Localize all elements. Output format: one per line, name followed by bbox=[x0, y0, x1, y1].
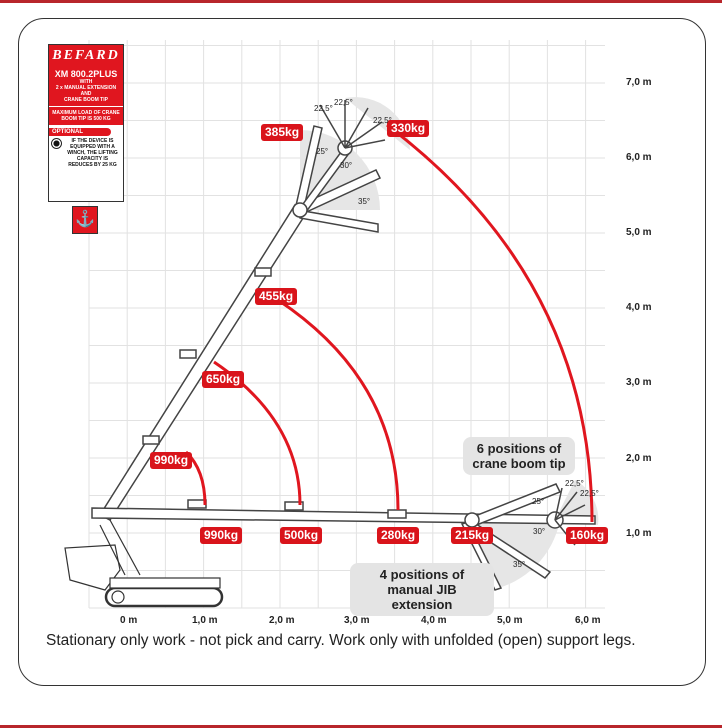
load-label: 455kg bbox=[255, 288, 298, 305]
optional-badge: OPTIONAL bbox=[49, 128, 111, 136]
top-bar bbox=[0, 0, 722, 3]
boom bbox=[91, 100, 596, 591]
horizontal-jib bbox=[91, 507, 596, 525]
angle-label: 30° bbox=[340, 161, 353, 170]
angle-label: 22,5° bbox=[334, 98, 353, 107]
crawler-machine bbox=[64, 519, 224, 608]
load-label: 160kg bbox=[566, 527, 609, 544]
y-tick: 6,0 m bbox=[626, 152, 652, 163]
caption: Stationary only work - not pick and carr… bbox=[46, 632, 636, 649]
x-tick: 2,0 m bbox=[269, 615, 295, 626]
spec-extension: 2 x MANUAL EXTENSION bbox=[55, 85, 117, 91]
main-boom bbox=[98, 203, 306, 521]
y-tick: 4,0 m bbox=[626, 302, 652, 313]
y-tick: 5,0 m bbox=[626, 227, 652, 238]
load-label: 650kg bbox=[202, 371, 245, 388]
jib-positions-note: 4 positions of manual JIB extension bbox=[350, 563, 494, 616]
bottom-bar bbox=[0, 725, 722, 728]
model-name: XM 800.2PLUS bbox=[54, 69, 118, 79]
spec-with: WITH bbox=[79, 79, 93, 85]
angle-label: 22,5° bbox=[580, 489, 599, 498]
angle-label: 22,5° bbox=[314, 104, 333, 113]
crane-hook-icon: ⚓ bbox=[72, 206, 98, 234]
x-tick: 0 m bbox=[120, 615, 138, 626]
load-label: 330kg bbox=[387, 120, 430, 137]
chart-frame bbox=[18, 18, 706, 686]
load-label: 500kg bbox=[280, 527, 323, 544]
angle-label: 35° bbox=[513, 560, 526, 569]
load-label: 990kg bbox=[150, 452, 193, 469]
spec-and: AND bbox=[80, 91, 92, 97]
jib-joint bbox=[464, 512, 480, 528]
winch-icon bbox=[51, 138, 62, 149]
tip-positions-note: 6 positions of crane boom tip bbox=[463, 437, 575, 475]
angle-label: 22,5° bbox=[373, 116, 392, 125]
y-tick: 7,0 m bbox=[626, 77, 652, 88]
max-load-note: MAXIMUM LOAD OF CRANE BOOM TIP IS 500 KG bbox=[49, 106, 123, 125]
angle-label: 25° bbox=[532, 497, 545, 506]
y-tick: 1,0 m bbox=[626, 528, 652, 539]
load-label: 990kg bbox=[200, 527, 243, 544]
brand-logo: BEFARD bbox=[49, 45, 123, 67]
tip-joint bbox=[292, 202, 308, 218]
x-tick: 1,0 m bbox=[192, 615, 218, 626]
angle-label: 22,5° bbox=[565, 479, 584, 488]
load-label: 280kg bbox=[377, 527, 420, 544]
tip-boom-35 bbox=[296, 209, 379, 233]
x-tick: 4,0 m bbox=[421, 615, 447, 626]
load-label: 215kg bbox=[451, 527, 494, 544]
winch-note: IF THE DEVICE IS EQUIPPED WITH A WINCH, … bbox=[67, 138, 118, 168]
angle-label: 35° bbox=[358, 197, 371, 206]
product-card: BEFARD XM 800.2PLUS WITH 2 x MANUAL EXTE… bbox=[48, 44, 124, 202]
spec-tip: CRANE BOOM TIP bbox=[64, 97, 108, 103]
y-tick: 2,0 m bbox=[626, 453, 652, 464]
y-tick: 3,0 m bbox=[626, 377, 652, 388]
load-label: 385kg bbox=[261, 124, 304, 141]
arc-455 bbox=[277, 298, 400, 511]
angle-label: 30° bbox=[533, 527, 546, 536]
x-tick: 6,0 m bbox=[575, 615, 601, 626]
angle-label: 25° bbox=[316, 147, 329, 156]
x-tick: 5,0 m bbox=[497, 615, 523, 626]
x-tick: 3,0 m bbox=[344, 615, 370, 626]
arc-330 bbox=[386, 123, 594, 523]
